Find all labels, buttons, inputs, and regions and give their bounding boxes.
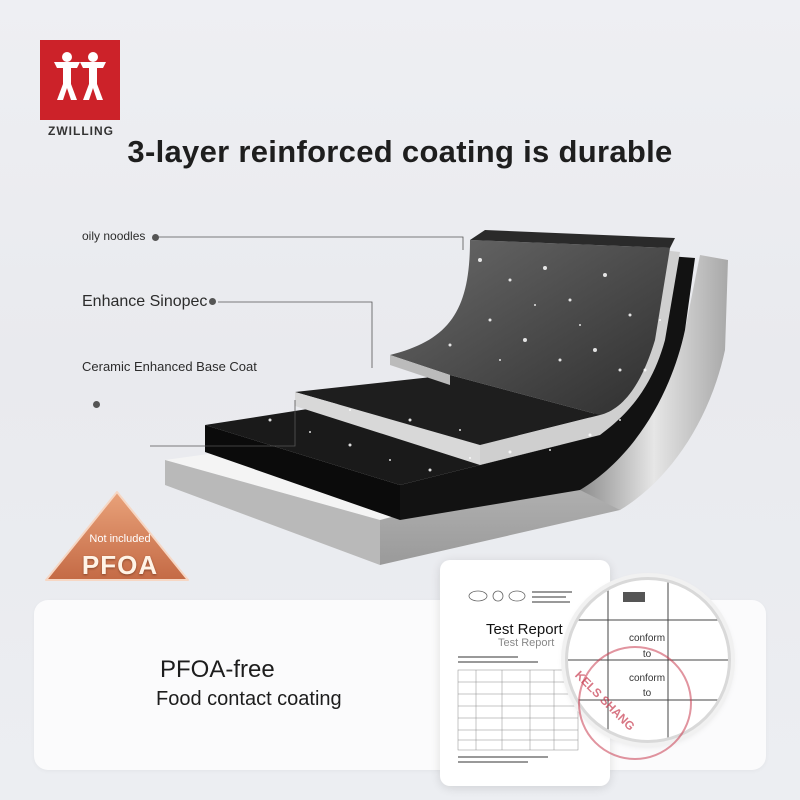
ilac-icon [492,590,504,602]
headline: 3-layer reinforced coating is durable [127,134,673,169]
layer-label-middle: Enhance Sinopec [82,293,208,310]
zwilling-twins-icon [40,40,120,120]
badge-big-text: PFOA [81,550,159,580]
pfoa-triangle-icon [45,491,189,581]
badge-small-text: Not included [89,533,151,545]
magnified-text: conform [628,633,666,644]
coating-layers-illustration [150,230,728,565]
report-title-shadow: Test Report [498,637,555,649]
report-title: Test Report [486,621,563,638]
cnas-icon [508,590,526,602]
feature-title: PFOA-free [160,656,275,683]
cma-icon [468,590,488,602]
brand-name: ZWILLING [48,124,114,138]
feature-subtitle: Food contact coating [156,688,342,710]
stamp-seal-icon [578,646,692,760]
layer-label-top: oily noodles [82,229,146,243]
callout-dot-icon [209,298,216,305]
callout-dot-icon [93,401,100,408]
layer-label-base: Ceramic Enhanced Base Coat [82,359,257,374]
callout-dot-icon [152,234,159,241]
